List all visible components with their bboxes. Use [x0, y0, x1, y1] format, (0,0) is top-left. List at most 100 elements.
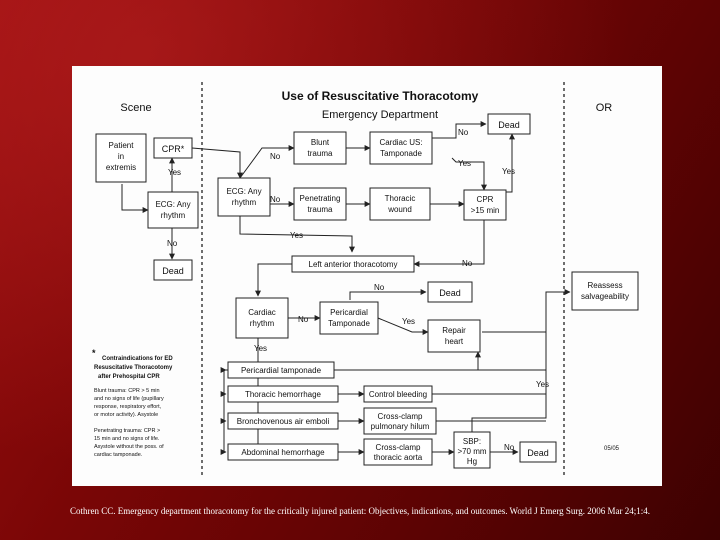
node-left-anterior-thoracotomy: Left anterior thoracotomy [291, 255, 415, 273]
svg-text:Thoracic: Thoracic [385, 194, 416, 203]
svg-text:heart: heart [445, 337, 464, 346]
node-sbp: SBP: >70 mm Hg [453, 431, 491, 469]
thoracotomy-flowchart: Scene Use of Resuscitative Thoracotomy E… [72, 66, 662, 486]
svg-text:Penetrating: Penetrating [300, 194, 341, 203]
node-pericardial-tamponade-bar: Pericardial tamponade [227, 361, 335, 379]
connectors [121, 121, 571, 456]
svg-text:or motor activity). Asystole: or motor activity). Asystole [94, 412, 158, 418]
svg-text:Cross-clamp: Cross-clamp [376, 443, 421, 452]
node-thoracic-hemorrhage: Thoracic hemorrhage [227, 385, 339, 403]
edge-yes-cpr15: Yes [458, 159, 471, 168]
svg-text:Bronchovenous air emboli: Bronchovenous air emboli [237, 417, 330, 426]
svg-text:extremis: extremis [106, 163, 136, 172]
node-thoracic-wound: Thoracic wound [369, 187, 431, 221]
svg-text:thoracic aorta: thoracic aorta [374, 453, 423, 462]
edge-yes-sbp: Yes [536, 380, 549, 389]
svg-text:Left anterior thoracotomy: Left anterior thoracotomy [309, 260, 398, 269]
svg-text:Dead: Dead [498, 120, 520, 130]
svg-text:Cardiac: Cardiac [248, 308, 276, 317]
svg-text:Thoracic hemorrhage: Thoracic hemorrhage [245, 390, 322, 399]
edge-no-cpr15-lat: No [462, 259, 473, 268]
svg-text:>70 mm: >70 mm [457, 447, 486, 456]
flowchart-svg: Scene Use of Resuscitative Thoracotomy E… [92, 82, 639, 478]
node-blunt: Blunt trauma [293, 131, 347, 165]
edge-no-penetrating: No [270, 195, 281, 204]
svg-text:Dead: Dead [527, 448, 549, 458]
svg-text:Contraindications for ED: Contraindications for ED [102, 356, 173, 362]
edge-no-dead-mid: No [374, 283, 385, 292]
svg-text:Reassess: Reassess [587, 281, 622, 290]
edge-no-blunt: No [270, 152, 281, 161]
contraindications-panel: * Contraindications for ED Resuscitative… [92, 348, 173, 458]
node-repair-heart: Repair heart [427, 319, 481, 353]
svg-text:Tamponade: Tamponade [328, 319, 370, 328]
edge-yes-ecg-cpr: Yes [168, 168, 181, 177]
svg-text:CPR*: CPR* [162, 144, 185, 154]
edge-no-sbp: No [504, 443, 515, 452]
citation: Cothren CC. Emergency department thoraco… [70, 506, 650, 516]
edge-yes-lat: Yes [290, 231, 303, 240]
date-code: 05/05 [604, 446, 620, 452]
svg-text:Cardiac US:: Cardiac US: [379, 138, 422, 147]
svg-text:Cross-clamp: Cross-clamp [378, 412, 423, 421]
svg-text:in: in [118, 152, 124, 161]
svg-text:ECG: Any: ECG: Any [155, 200, 190, 209]
svg-text:Hg: Hg [467, 457, 477, 466]
node-dead-scene: Dead [153, 259, 193, 281]
edge-yes-repair: Yes [402, 317, 415, 326]
svg-text:trauma: trauma [308, 205, 333, 214]
svg-text:trauma: trauma [308, 149, 333, 158]
edge-yes-cpr15-dead: Yes [502, 167, 515, 176]
node-pericardial-tamponade: Pericardial Tamponade [319, 301, 379, 335]
svg-text:and no signs of life (pupillar: and no signs of life (pupillary [94, 396, 164, 402]
edge-no-rhythm: No [298, 315, 309, 324]
section-or: OR [596, 102, 613, 114]
figure-title: Use of Resuscitative Thoracotomy [282, 89, 479, 103]
svg-text:pulmonary hilum: pulmonary hilum [371, 422, 430, 431]
svg-text:Pericardial: Pericardial [330, 308, 368, 317]
node-cross-clamp-hilum: Cross-clamp pulmonary hilum [363, 407, 437, 435]
node-ecg-scene: ECG: Any rhythm [147, 191, 199, 229]
node-cpr-15min: CPR >15 min [463, 189, 507, 221]
svg-text:Abdominal hemorrhage: Abdominal hemorrhage [241, 448, 325, 457]
svg-text:Blunt: Blunt [311, 138, 330, 147]
svg-text:Control bleeding: Control bleeding [369, 390, 427, 399]
edge-no-dead-top: No [458, 128, 469, 137]
svg-text:rhythm: rhythm [161, 211, 186, 220]
svg-text:SBP:: SBP: [463, 437, 481, 446]
svg-text:rhythm: rhythm [250, 319, 275, 328]
node-cardiac-rhythm: Cardiac rhythm [235, 297, 289, 339]
svg-text:>15 min: >15 min [471, 206, 500, 215]
node-ecg-ed: ECG: Any rhythm [217, 177, 271, 217]
svg-text:ECG: Any: ECG: Any [226, 187, 261, 196]
svg-text:Penetrating trauma: CPR >: Penetrating trauma: CPR > [94, 428, 160, 434]
node-control-bleeding: Control bleeding [363, 385, 433, 403]
edge-yes-rhythm: Yes [254, 344, 267, 353]
svg-text:Resuscitative Thoracotomy: Resuscitative Thoracotomy [94, 365, 173, 371]
node-abdominal-hemorrhage: Abdominal hemorrhage [227, 443, 339, 461]
node-cardiac-us: Cardiac US: Tamponade [369, 131, 433, 165]
svg-text:Patient: Patient [109, 141, 135, 150]
node-cross-clamp-aorta: Cross-clamp thoracic aorta [363, 438, 433, 466]
svg-text:Dead: Dead [162, 266, 184, 276]
svg-text:Asystole without the poss. of: Asystole without the poss. of [94, 444, 164, 450]
svg-text:CPR: CPR [477, 195, 494, 204]
node-dead-top: Dead [487, 113, 531, 135]
svg-text:rhythm: rhythm [232, 198, 257, 207]
svg-text:Pericardial tamponade: Pericardial tamponade [241, 366, 322, 375]
svg-text:cardiac tamponade.: cardiac tamponade. [94, 452, 143, 458]
svg-text:response, respiratory effort,: response, respiratory effort, [94, 404, 162, 410]
svg-text:Repair: Repair [442, 326, 466, 335]
node-penetrating: Penetrating trauma [293, 187, 347, 221]
svg-text:Tamponade: Tamponade [380, 149, 422, 158]
svg-text:Dead: Dead [439, 288, 461, 298]
node-cpr-star: CPR* [153, 137, 193, 159]
footnote-marker: * [92, 348, 96, 358]
node-dead-mid: Dead [427, 281, 473, 303]
section-ed: Emergency Department [322, 109, 438, 121]
node-bronchovenous: Bronchovenous air emboli [227, 412, 339, 430]
section-scene: Scene [120, 102, 151, 114]
svg-text:after Prehospital CPR: after Prehospital CPR [98, 374, 160, 380]
node-patient: Patient in extremis [95, 133, 147, 183]
edge-labels: Yes No No No Yes No Yes Yes No No No Yes… [167, 128, 549, 452]
